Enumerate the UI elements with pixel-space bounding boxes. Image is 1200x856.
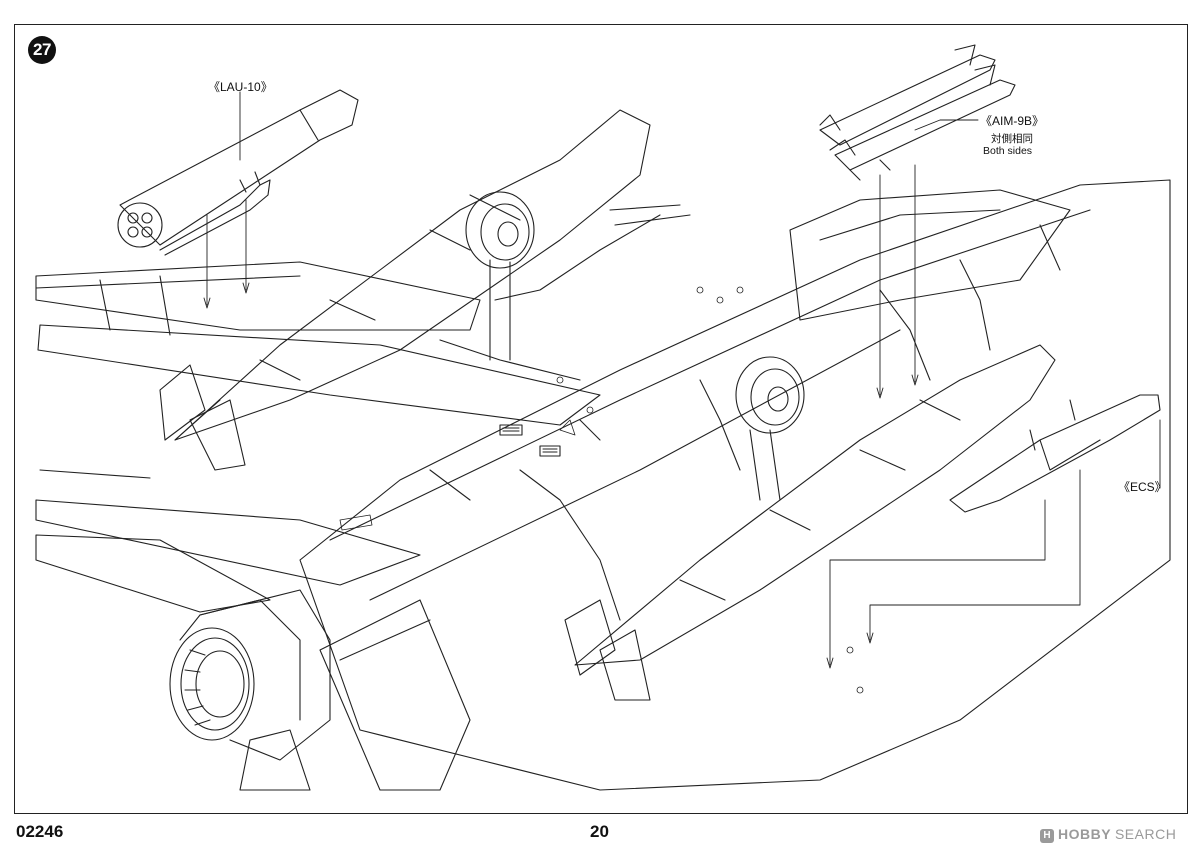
lau10-rocket-pod	[117, 89, 359, 256]
page-number: 20	[590, 822, 609, 841]
exhaust-nozzle	[169, 589, 331, 761]
lau10-callout-label: 《LAU-10》	[208, 80, 273, 94]
right-wing-lower	[35, 469, 421, 613]
main-landing-gear-left	[439, 191, 691, 381]
ecs-callout-label: 《ECS》	[1118, 480, 1167, 494]
tail-stabilizer	[239, 599, 471, 791]
hobby-search-logo-icon: H	[1040, 829, 1054, 843]
aim9b-note-english: Both sides	[983, 145, 1033, 157]
watermark-brand: HOBBY	[1058, 826, 1112, 842]
watermark-word: SEARCH	[1114, 826, 1177, 842]
drop-tank-left	[159, 109, 651, 471]
fuselage	[299, 179, 1171, 791]
panel-detail	[339, 286, 864, 694]
aim9b-missiles	[819, 44, 1016, 181]
step-number-badge: 27	[28, 36, 56, 64]
leader-lines	[203, 91, 1161, 669]
hobby-search-watermark: H HOBBY SEARCH	[1040, 826, 1176, 843]
aim9b-callout-label: 《AIM-9B》	[980, 114, 1045, 128]
product-code: 02246	[16, 822, 64, 841]
left-wing	[35, 261, 601, 426]
main-landing-gear-right	[735, 356, 805, 501]
ecs-pod	[949, 394, 1161, 513]
instruction-frame	[14, 24, 1188, 814]
aim9b-note-chinese: 対側相同	[991, 133, 1033, 145]
drop-tank-right	[564, 344, 1056, 701]
